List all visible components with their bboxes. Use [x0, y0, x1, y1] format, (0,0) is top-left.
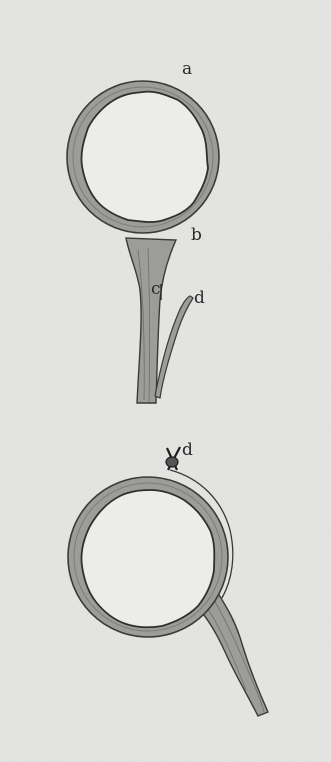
label-c: c — [151, 279, 161, 299]
label-d: d — [194, 288, 205, 308]
label-b: b — [191, 225, 202, 245]
label-d-bottom: d — [182, 440, 193, 460]
bottom-lumen — [81, 490, 214, 627]
top-lumen — [81, 92, 208, 222]
label-a: a — [182, 59, 192, 79]
